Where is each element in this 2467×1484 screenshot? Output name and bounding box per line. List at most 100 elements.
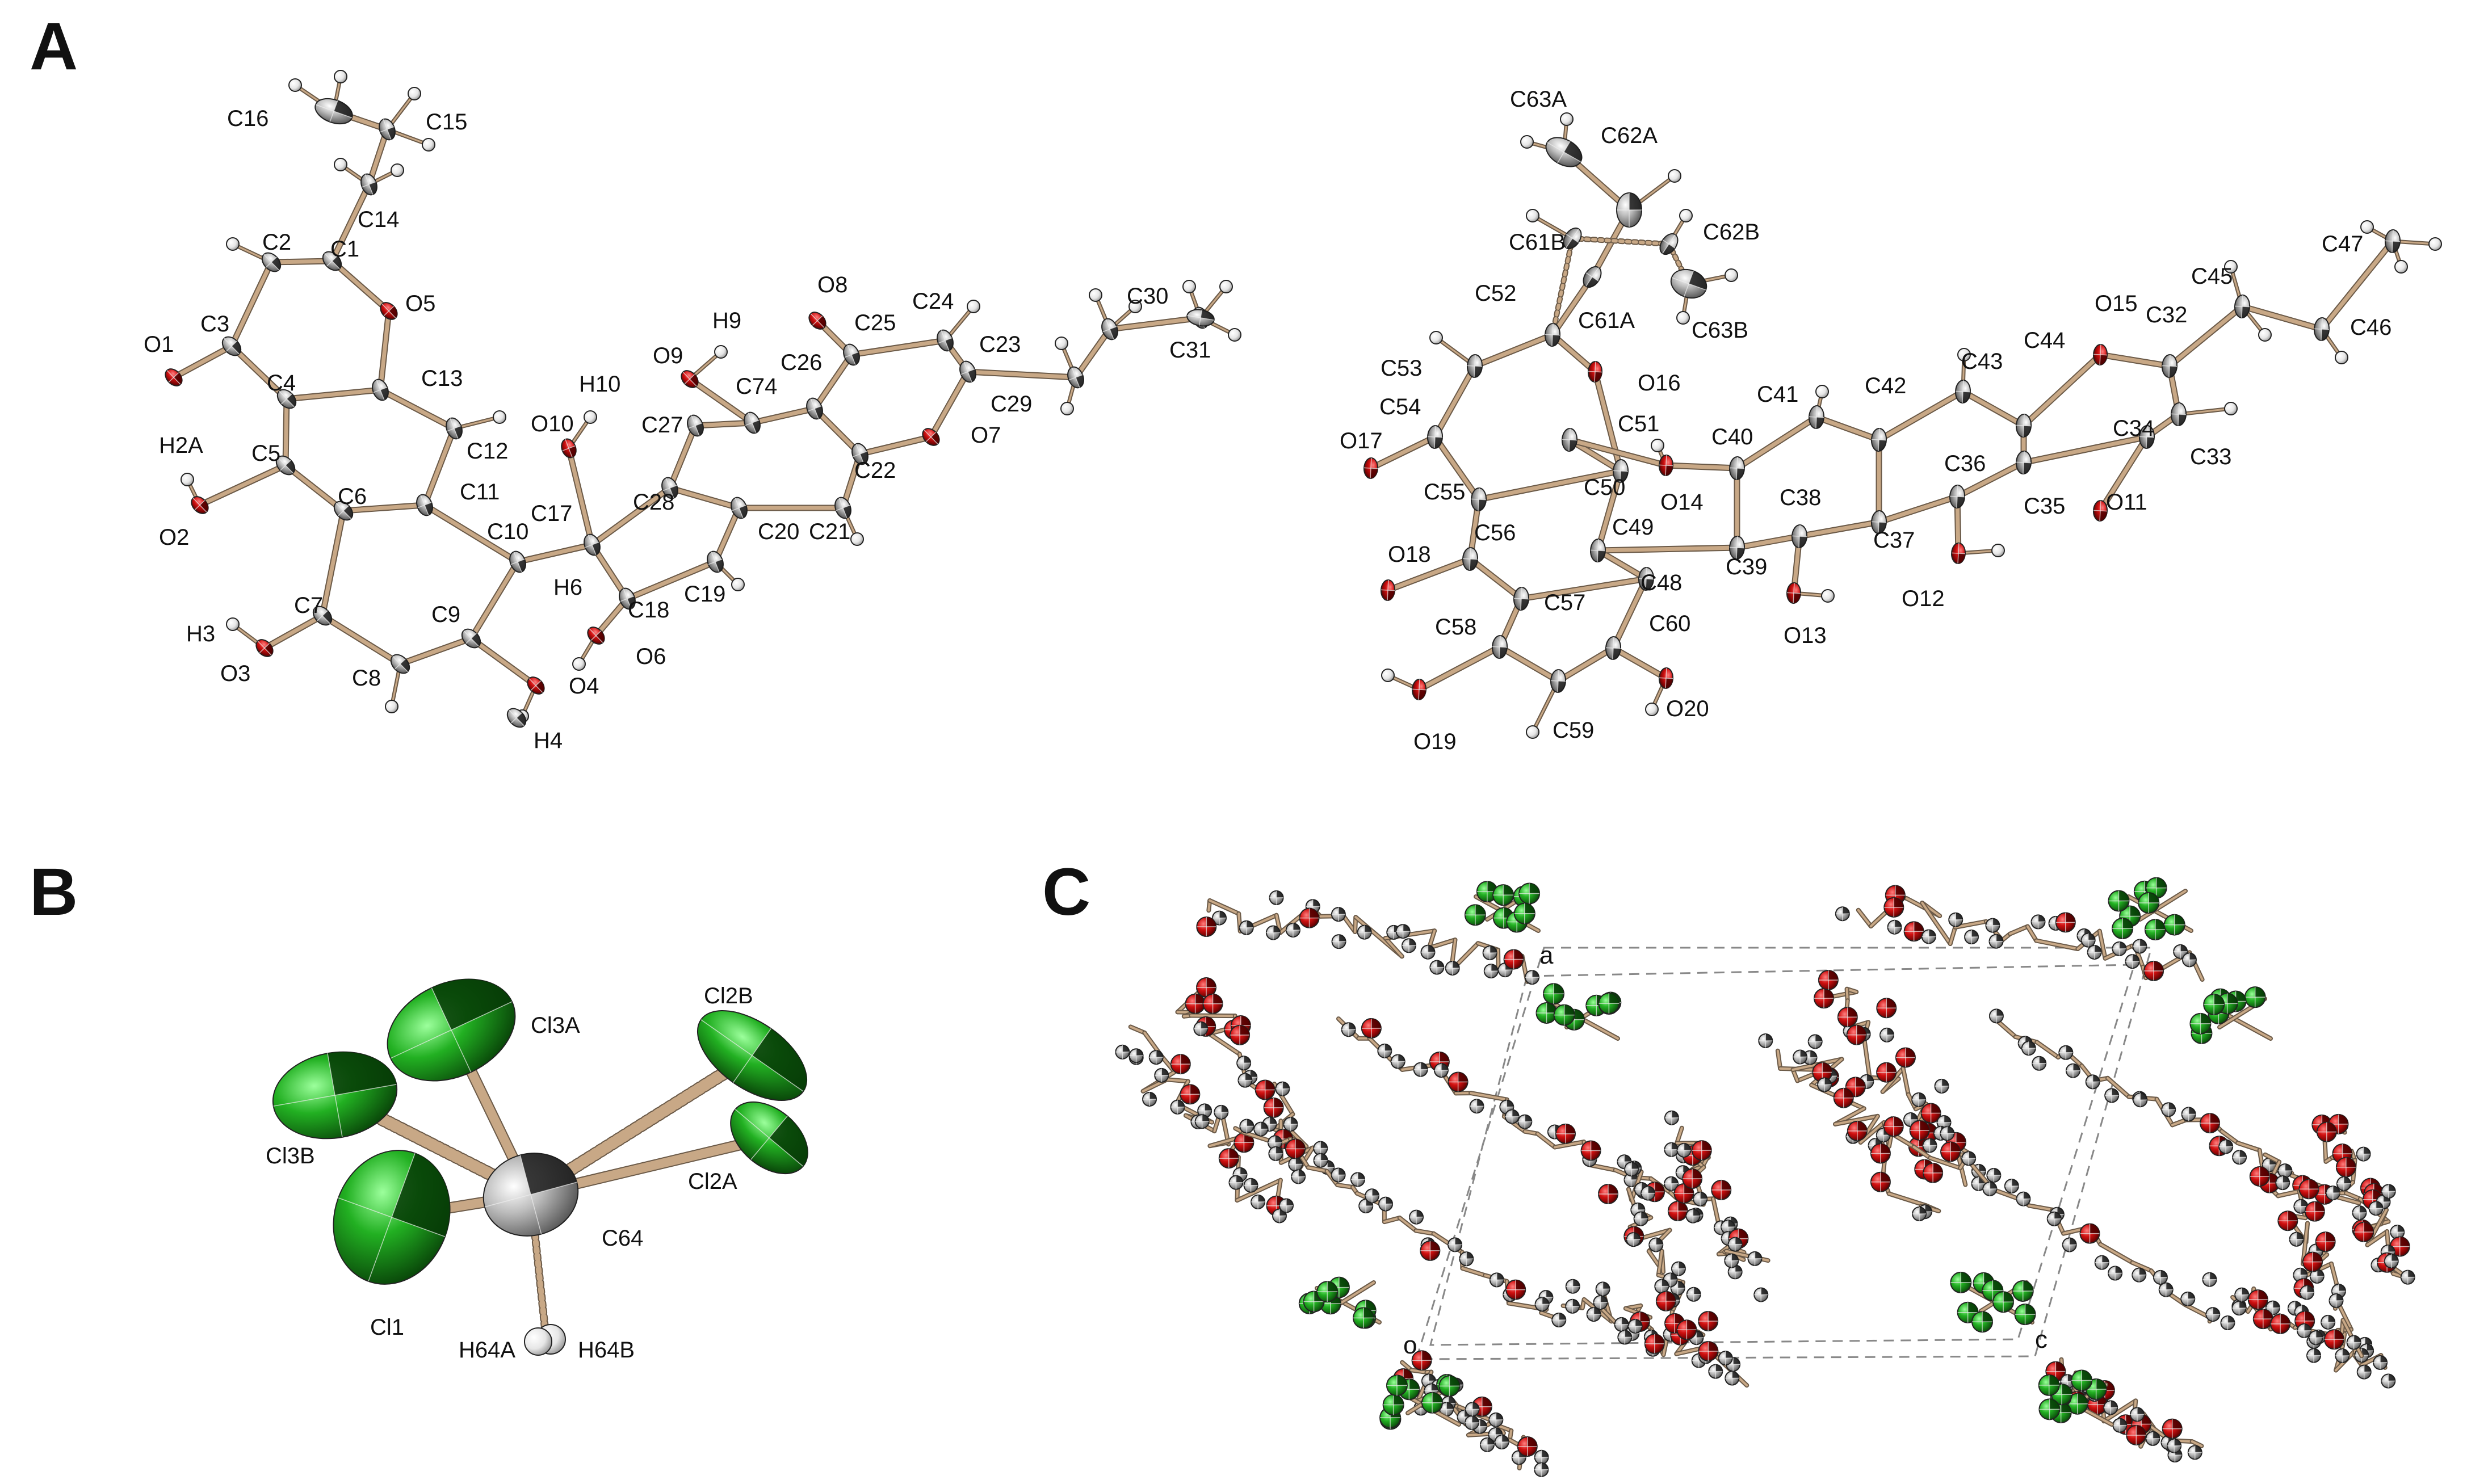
bond <box>1433 364 1477 439</box>
bond <box>2366 1230 2389 1246</box>
bond <box>229 260 274 348</box>
atom-label: O3 <box>220 661 250 686</box>
carbon-atom <box>937 329 954 352</box>
bond <box>1073 327 1112 380</box>
carbon-atom <box>1285 922 1300 938</box>
carbon-atom <box>1462 547 1479 571</box>
carbon-atom <box>1128 1048 1144 1063</box>
oxygen-atom <box>1812 1062 1833 1083</box>
atom-label: C58 <box>1435 615 1476 640</box>
bond <box>398 636 473 666</box>
oxygen-atom <box>1580 1140 1601 1161</box>
oxygen-atom <box>1846 1024 1867 1045</box>
oxygen-atom <box>1263 1097 1284 1118</box>
carbon-atom <box>1727 1237 1743 1252</box>
chlorine-atom <box>2066 1393 2088 1415</box>
bond <box>1428 930 1436 949</box>
atom-label: C16 <box>227 106 268 131</box>
carbon-atom <box>1479 1437 1495 1452</box>
oxygen-atom <box>1876 1062 1897 1083</box>
oxygen-atom <box>1940 1141 1961 1162</box>
atom-label: C32 <box>2146 302 2187 327</box>
chlorine-atom <box>1553 1004 1575 1026</box>
hydrogen-atom <box>493 410 506 424</box>
hydrogen-atom <box>385 700 398 713</box>
atom-label: O4 <box>569 674 599 699</box>
atom-label: C33 <box>2190 444 2231 469</box>
hydrogen-atom <box>1055 337 1068 350</box>
oxygen-atom <box>1883 1116 1904 1137</box>
chlorine-atom <box>387 978 516 1082</box>
bond <box>1497 645 1560 683</box>
atom-label: O13 <box>1784 623 1827 648</box>
carbon-atom <box>1563 227 1582 250</box>
bond <box>1589 1164 1617 1171</box>
atom-label: C42 <box>1865 373 1906 398</box>
carbon-atom <box>1727 1264 1743 1280</box>
hydrogen-atom <box>1957 348 1971 361</box>
carbon-atom <box>1154 1067 1169 1083</box>
carbon-atom <box>2138 425 2155 449</box>
bond <box>1497 948 1500 972</box>
oxygen-atom <box>587 627 605 645</box>
bond <box>567 446 594 547</box>
carbon-atom <box>1593 1294 1608 1310</box>
bond <box>1776 1049 1782 1070</box>
hydrogen-atom <box>2360 220 2374 234</box>
bond <box>1384 937 1403 958</box>
chlorine-atom <box>1316 1281 1339 1303</box>
oxygen-atom <box>2252 1309 2273 1330</box>
bond <box>2035 939 2079 951</box>
carbon-atom <box>2058 1045 2074 1060</box>
bond <box>2139 890 2187 920</box>
chlorine-atom <box>1542 983 1564 1005</box>
oxygen-atom <box>2079 1223 2100 1244</box>
bond <box>2098 352 2172 368</box>
carbon-atom <box>2015 414 2032 438</box>
atom-label: C62B <box>1703 220 1760 245</box>
oxygen-atom <box>681 370 699 388</box>
carbon-atom <box>959 360 976 383</box>
hydrogen-atom <box>2258 328 2272 342</box>
carbon-atom <box>1670 268 1707 299</box>
carbon-atom <box>1934 1078 1949 1094</box>
bond <box>1921 901 1952 945</box>
atom-label: O5 <box>405 291 435 316</box>
carbon-atom <box>1911 1092 1927 1107</box>
carbon-atom <box>2046 1211 2062 1226</box>
oxygen-atom <box>1361 1018 1382 1039</box>
carbon-atom <box>1633 1211 1648 1226</box>
bond <box>1461 1267 1487 1277</box>
bond <box>2099 1243 2134 1264</box>
bond <box>1857 909 1872 928</box>
atom-label: C13 <box>421 366 463 391</box>
chlorine-atom <box>2203 994 2225 1016</box>
bond <box>858 435 933 456</box>
bond <box>171 344 234 380</box>
oxygen-atom <box>1870 1171 1891 1192</box>
carbon-atom <box>2032 1056 2047 1071</box>
carbon-atom <box>2004 1178 2019 1193</box>
atom-label: C62A <box>1601 123 1658 148</box>
bond <box>269 259 334 264</box>
atom-label: C37 <box>1873 528 1915 553</box>
carbon-atom <box>584 533 601 556</box>
atom-label: C40 <box>1711 424 1753 449</box>
carbon-atom <box>1524 970 1539 985</box>
carbon-atom <box>806 397 823 420</box>
carbon-atom <box>2356 1364 2372 1380</box>
carbon-atom <box>2381 1184 2396 1199</box>
carbon-atom <box>1561 428 1578 452</box>
oxygen-atom <box>2055 912 2076 933</box>
oxygen-atom <box>1682 1168 1703 1189</box>
hydrogen-atom <box>1991 544 2005 557</box>
carbon-atom <box>731 497 748 519</box>
chlorine-atom <box>1950 1271 1972 1293</box>
carbon-atom <box>687 414 704 437</box>
carbon-atom <box>1350 1172 1365 1187</box>
carbon-atom <box>1758 1033 1773 1048</box>
bond <box>750 406 817 425</box>
oxygen-atom <box>808 312 826 330</box>
carbon-atom <box>1879 1027 1895 1042</box>
carbon-atom <box>1243 1178 1258 1193</box>
